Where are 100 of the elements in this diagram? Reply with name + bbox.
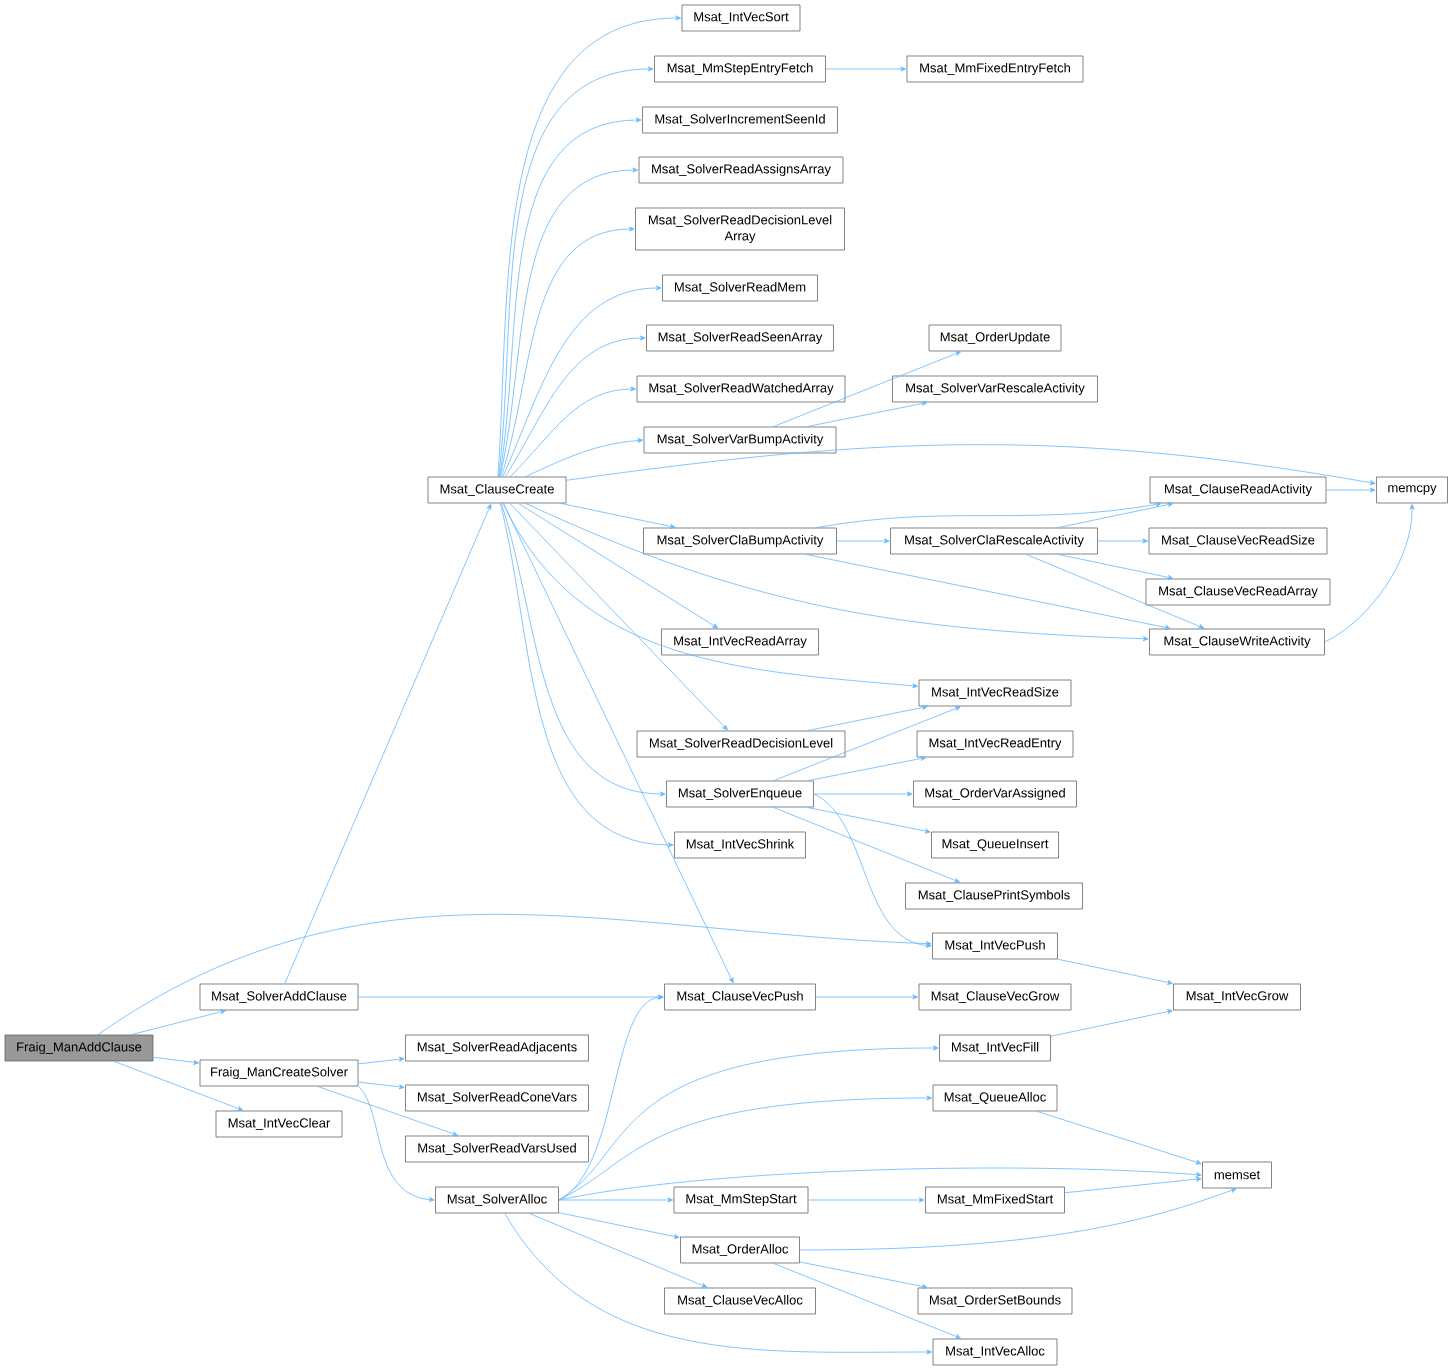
arrow	[284, 503, 492, 984]
arrow	[504, 1213, 932, 1355]
function-box: Msat_IntVecPush	[932, 932, 1058, 960]
arrow	[498, 66, 654, 477]
arrow	[1057, 502, 1174, 528]
arrow	[153, 1056, 199, 1065]
arrow	[502, 285, 662, 477]
function-box: Msat_QueueInsert	[931, 831, 1059, 859]
arrow	[525, 438, 643, 477]
function-box: Msat_MmFixedStart	[925, 1186, 1065, 1214]
arrow	[558, 1045, 939, 1201]
arrow	[131, 1009, 226, 1035]
arrow	[510, 386, 636, 477]
arrow	[1324, 504, 1415, 643]
function-box: Msat_SolverReadMem	[662, 274, 818, 302]
function-box: Msat_OrderUpdate	[928, 324, 1062, 352]
arrow	[358, 994, 664, 1000]
arrow	[500, 503, 666, 797]
arrow	[1036, 1111, 1202, 1165]
function-box: Msat_ClauseVecPush	[664, 983, 816, 1011]
function-box: Msat_ClauseReadActivity	[1149, 476, 1327, 504]
function-box: Msat_OrderVarAssigned	[913, 780, 1077, 808]
function-box: Msat_ClausePrintSymbols	[905, 882, 1083, 910]
function-box: Msat_OrderSetBounds	[917, 1287, 1073, 1315]
function-box: Msat_SolverReadDecisionLevel	[636, 730, 846, 758]
arrow	[815, 994, 918, 1000]
arrow	[499, 167, 638, 477]
function-box: Msat_IntVecClear	[215, 1110, 343, 1138]
function-box: Msat_IntVecGrow	[1173, 983, 1301, 1011]
arrow	[97, 914, 932, 1035]
arrow	[825, 66, 906, 72]
arrow	[836, 538, 890, 544]
arrow	[773, 706, 961, 781]
arrow	[773, 1263, 961, 1339]
arrow	[113, 1061, 244, 1111]
arrow	[1025, 554, 1205, 629]
arrow	[806, 807, 931, 834]
arrow	[1064, 1176, 1202, 1194]
function-box: Msat_MmStepStart	[673, 1186, 809, 1214]
function-box: Msat_ClauseVecReadSize	[1148, 527, 1328, 555]
function-box: memcpy	[1376, 476, 1448, 504]
function-box: Fraig_ManAddClause	[4, 1034, 154, 1062]
arrow	[799, 1188, 1237, 1251]
arrow	[1326, 487, 1376, 493]
arrow	[500, 226, 635, 477]
arrow	[525, 503, 1149, 642]
function-box: Fraig_ManCreateSolver	[199, 1059, 359, 1087]
arrow	[799, 1261, 928, 1289]
function-box: Msat_SolverEnqueue	[666, 780, 814, 808]
function-box: Msat_SolverVarRescaleActivity	[892, 375, 1098, 403]
function-box: Msat_SolverAlloc	[435, 1186, 559, 1214]
function-box: Msat_SolverReadDecisionLevel Array	[635, 207, 845, 251]
arrow	[807, 756, 927, 781]
function-box: Msat_IntVecSort	[681, 4, 801, 32]
arrow	[1050, 1009, 1173, 1037]
arrow	[317, 1086, 458, 1137]
arrow	[509, 503, 728, 731]
arrow	[497, 15, 681, 477]
function-box: Msat_MmFixedEntryFetch	[906, 55, 1084, 83]
function-box: Msat_ClauseWriteActivity	[1149, 628, 1325, 656]
arrow	[358, 1056, 405, 1065]
arrow	[358, 1081, 405, 1090]
function-box: Msat_IntVecReadArray	[661, 628, 819, 656]
function-box: Msat_ClauseCreate	[427, 476, 567, 504]
arrow	[813, 793, 932, 948]
function-box: Msat_SolverIncrementSeenId	[642, 106, 838, 134]
arrow	[503, 503, 734, 984]
arrow	[806, 401, 928, 427]
arrow	[808, 1197, 925, 1203]
function-box: Msat_SolverClaRescaleActivity	[890, 527, 1098, 555]
arrow	[1057, 554, 1174, 580]
arrow	[505, 335, 646, 477]
function-box: Msat_SolverReadSeenArray	[646, 324, 834, 352]
arrow	[558, 1197, 673, 1203]
arrow	[815, 501, 1162, 528]
arrow	[805, 554, 1171, 630]
function-box: Msat_SolverAddClause	[199, 983, 359, 1011]
function-box: Msat_SolverReadVarsUsed	[405, 1135, 589, 1163]
function-box: Msat_ClauseVecGrow	[918, 983, 1072, 1011]
function-box: Msat_ClauseVecReadArray	[1145, 578, 1331, 606]
function-box: Msat_ClauseVecAlloc	[664, 1287, 816, 1315]
function-box: Msat_SolverReadConeVars	[405, 1084, 589, 1112]
function-box: memset	[1202, 1161, 1272, 1189]
function-box: Msat_SolverReadAdjacents	[405, 1034, 589, 1062]
arrow	[518, 503, 719, 629]
arrow	[1097, 538, 1148, 544]
arrow	[358, 1086, 435, 1202]
function-box: Msat_IntVecShrink	[674, 831, 806, 859]
function-box: Msat_IntVecFill	[939, 1034, 1051, 1062]
function-box: Msat_IntVecReadEntry	[916, 730, 1074, 758]
function-box: Msat_OrderAlloc	[680, 1236, 800, 1264]
arrow	[498, 117, 642, 477]
arrow	[560, 503, 676, 529]
function-box: Msat_SolverReadWatchedArray	[636, 375, 846, 403]
arrow	[772, 807, 961, 883]
function-box: Msat_IntVecAlloc	[932, 1338, 1058, 1366]
arrow	[558, 1095, 932, 1201]
arrow	[528, 1213, 708, 1288]
function-box: Msat_QueueAlloc	[932, 1084, 1058, 1112]
function-box: Msat_IntVecReadSize	[918, 679, 1072, 707]
